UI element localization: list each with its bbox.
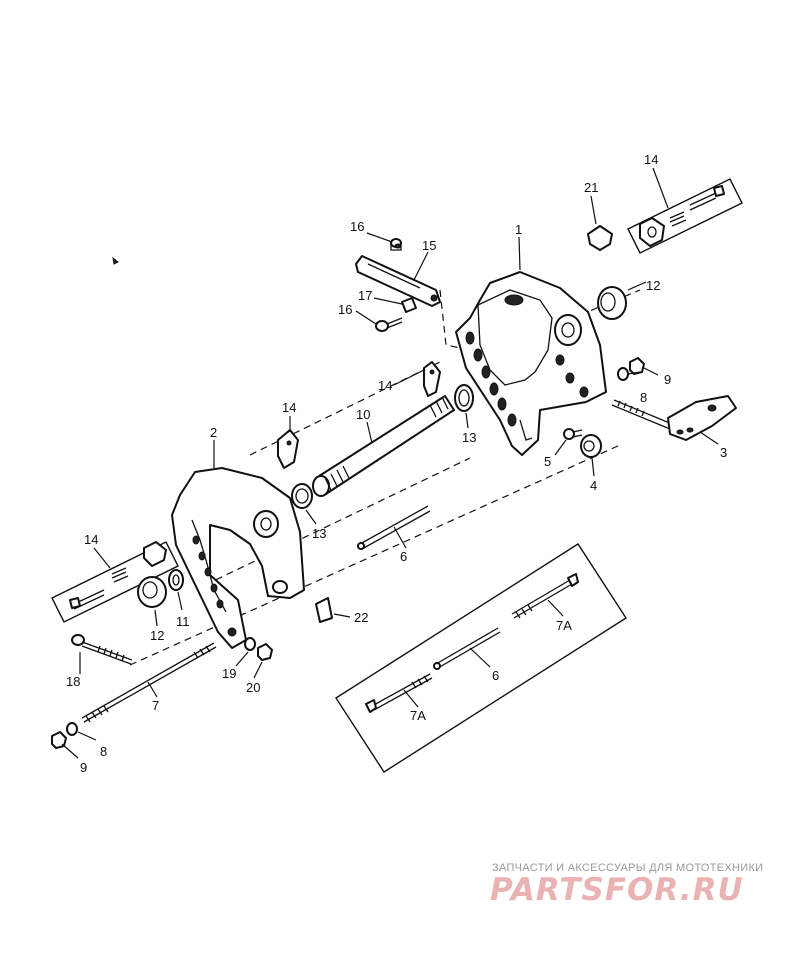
callout-14-kit-left: 14 — [84, 532, 98, 547]
callout-9-upper: 9 — [664, 372, 671, 387]
callout-16-upper: 16 — [350, 219, 364, 234]
callout-13-upper: 13 — [462, 430, 476, 445]
callout-18: 18 — [66, 674, 80, 689]
pin-6-kit — [433, 627, 501, 670]
callout-labels: 1 2 3 4 5 6 6 7 7A 7A 8 8 9 9 10 11 12 1… — [66, 152, 727, 775]
nut-20 — [257, 643, 273, 661]
kit-box-left — [51, 541, 179, 623]
washer-17 — [401, 297, 417, 313]
callout-17: 17 — [358, 288, 372, 303]
callout-12-upper: 12 — [646, 278, 660, 293]
callout-9-lower: 9 — [80, 760, 87, 775]
callout-12-lower: 12 — [150, 628, 164, 643]
stray-mark — [112, 256, 119, 265]
lock-plate-14-upper — [423, 361, 441, 397]
callout-2: 2 — [210, 425, 217, 440]
bolt-18 — [71, 634, 133, 665]
nut-12-lower — [137, 576, 167, 608]
washer-19 — [244, 637, 256, 651]
washer-8-lower — [66, 722, 78, 736]
callout-7a-lower: 7A — [410, 708, 426, 723]
callout-7: 7 — [152, 698, 159, 713]
screw-16-upper — [390, 238, 402, 251]
nut-12-upper — [597, 286, 627, 320]
rod-7a-lower — [365, 673, 433, 713]
callout-1: 1 — [515, 222, 522, 237]
callout-10: 10 — [356, 407, 370, 422]
watermark-tagline: ЗАПЧАСТИ И АКСЕССУАРЫ ДЛЯ МОТОТЕХНИКИ — [492, 862, 764, 874]
callout-6-kit: 6 — [492, 668, 499, 683]
tilt-lever — [611, 395, 737, 441]
right-transom-bracket — [455, 271, 607, 456]
callout-8-upper: 8 — [640, 390, 647, 405]
callout-5: 5 — [544, 454, 551, 469]
swivel-tube — [312, 395, 455, 497]
callout-14-lower: 14 — [282, 400, 296, 415]
bumper-21 — [587, 225, 613, 251]
lock-plate-14-lower — [277, 429, 299, 469]
rod-7 — [81, 642, 217, 723]
kit-box-bottom — [335, 543, 627, 773]
washer-8-upper — [617, 367, 629, 381]
callout-8-lower: 8 — [100, 744, 107, 759]
callout-3: 3 — [720, 445, 727, 460]
washer-13-upper — [454, 384, 474, 412]
leader-lines — [61, 167, 719, 759]
left-transom-bracket — [171, 467, 305, 649]
tilt-pin-holes — [465, 331, 589, 427]
callout-16-lower: 16 — [338, 302, 352, 317]
callout-20: 20 — [246, 680, 260, 695]
assembly-center-lines — [129, 289, 641, 666]
screw-5 — [563, 428, 583, 440]
screw-16-lower — [375, 317, 403, 332]
knob-4 — [580, 434, 602, 458]
callout-11: 11 — [176, 614, 190, 629]
rod-7a-upper — [511, 573, 579, 619]
callout-13-lower: 13 — [312, 526, 326, 541]
tilt-link — [355, 255, 441, 307]
callout-6-upper: 6 — [400, 549, 407, 564]
kit-box-upper-right — [627, 178, 743, 254]
callout-15: 15 — [422, 238, 436, 253]
spacer-11 — [168, 569, 184, 591]
callout-21: 21 — [584, 180, 598, 195]
callout-4: 4 — [590, 478, 597, 493]
callout-14-upper: 14 — [378, 378, 392, 393]
callout-7a-upper: 7A — [556, 618, 572, 633]
callout-22: 22 — [354, 610, 368, 625]
callout-19: 19 — [222, 666, 236, 681]
washer-13-lower — [291, 483, 313, 509]
nut-9-upper — [629, 357, 645, 375]
watermark-logo: PARTSFOR.RU — [490, 872, 744, 908]
callout-14-kit-upper: 14 — [644, 152, 658, 167]
clip-22 — [315, 597, 333, 623]
